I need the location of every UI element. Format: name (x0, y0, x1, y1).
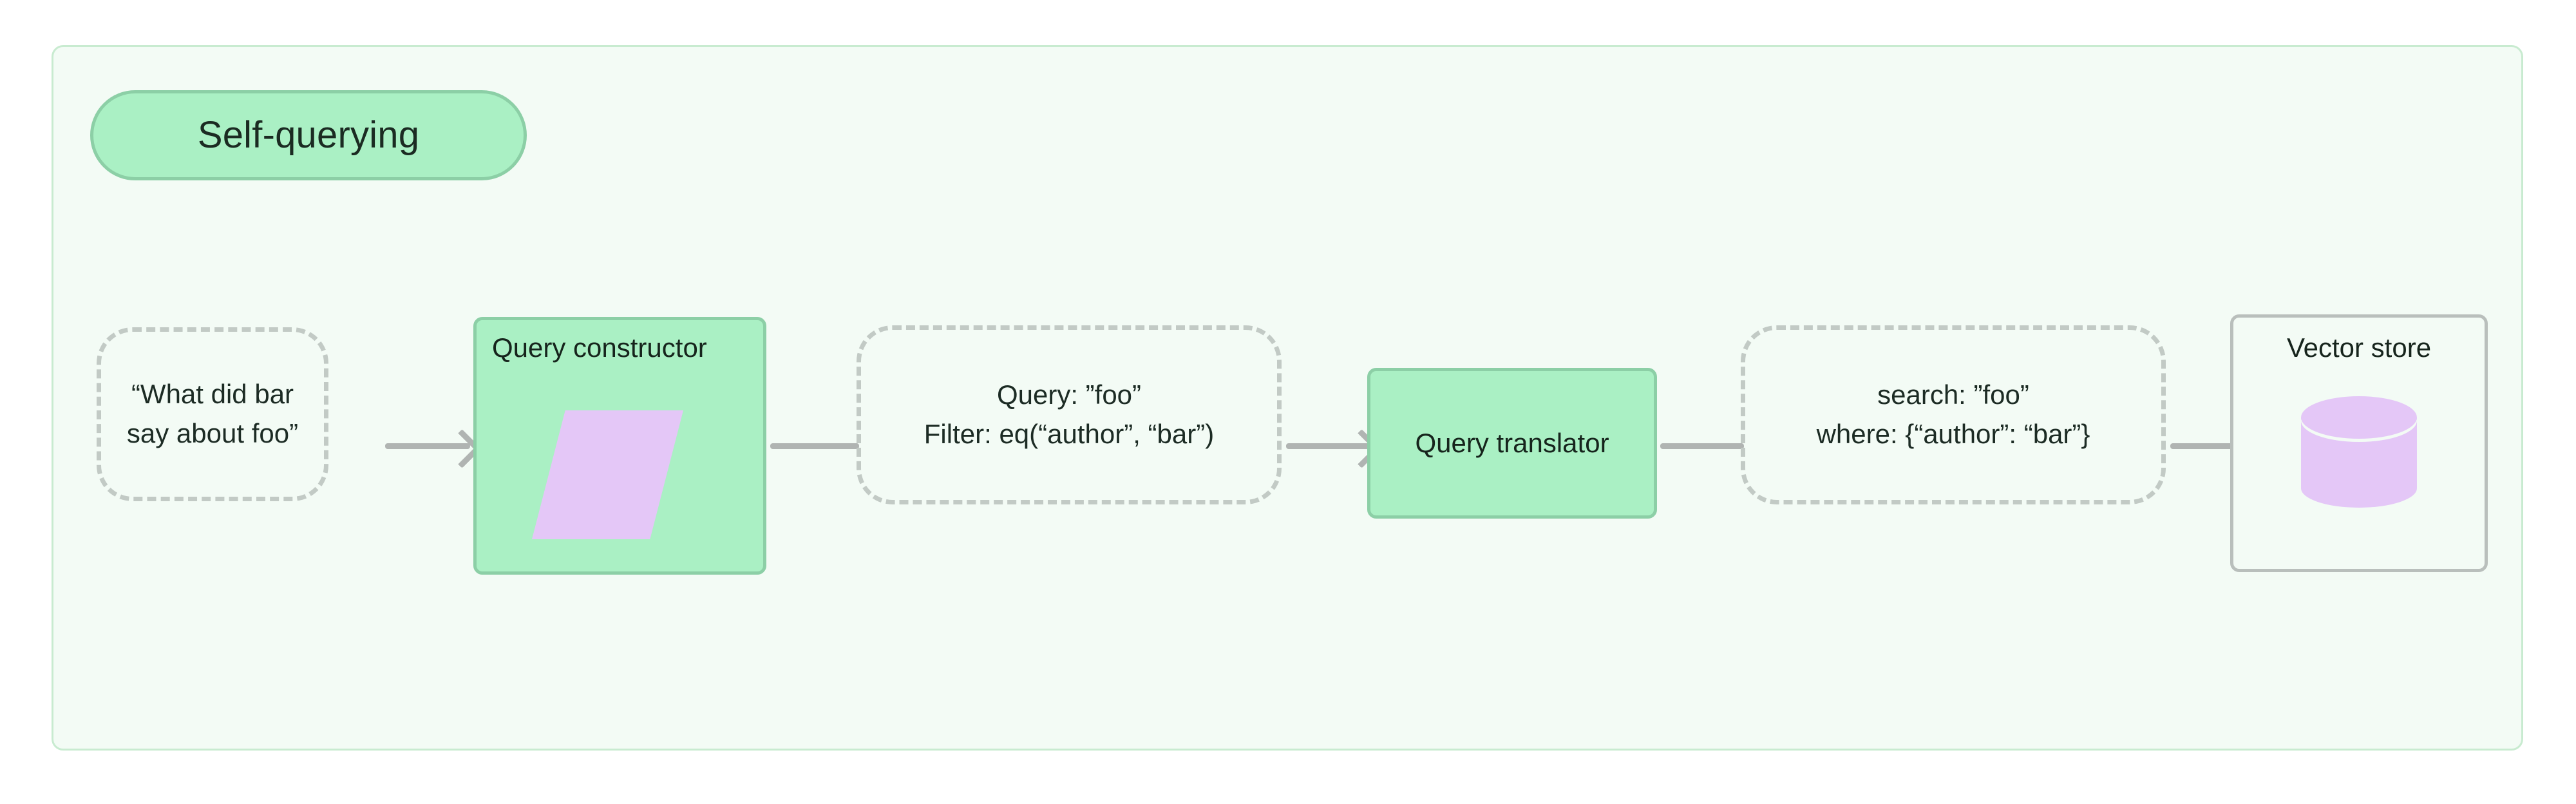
edge-query-constructor-to-structured-query (770, 443, 859, 449)
node-structured-query[interactable]: Query: ”foo” Filter: eq(“author”, “bar”) (857, 325, 1282, 504)
node-native-query-line-1: search: ”foo” (1877, 379, 2029, 410)
edge-user-question-to-query-constructor (385, 443, 470, 449)
node-user-question-line-1: “What did bar (131, 379, 294, 410)
edge-query-translator-to-native-query (1660, 443, 1744, 449)
node-structured-query-line-1: Query: ”foo” (996, 379, 1142, 410)
node-native-query[interactable]: search: ”foo” where: {“author”: “bar”} (1741, 325, 2166, 504)
node-query-translator[interactable]: Query translator (1367, 368, 1657, 519)
node-structured-query-line-2: Filter: eq(“author”, “bar”) (923, 419, 1215, 449)
node-vector-store-label: Vector store (2286, 332, 2432, 363)
node-native-query-line-2: where: {“author”: “bar”} (1816, 419, 2090, 449)
subgraph-title-pill: Self-querying (90, 90, 527, 180)
node-user-question-line-2: say about foo” (126, 418, 299, 448)
node-query-translator-label: Query translator (1415, 427, 1609, 458)
llm-parallelogram-icon (532, 410, 683, 539)
database-cylinder-icon (2301, 396, 2417, 519)
node-query-constructor-label: Query constructor (492, 332, 707, 363)
node-query-constructor[interactable]: Query constructor (473, 317, 766, 575)
node-user-question[interactable]: “What did bar say about foo” (97, 327, 328, 501)
edge-native-query-to-vector-store (2170, 443, 2255, 449)
edge-structured-query-to-query-translator (1286, 443, 1370, 449)
cylinder-top (2301, 396, 2417, 439)
node-vector-store[interactable]: Vector store (2230, 314, 2488, 572)
page-title: Self-querying (197, 114, 420, 156)
